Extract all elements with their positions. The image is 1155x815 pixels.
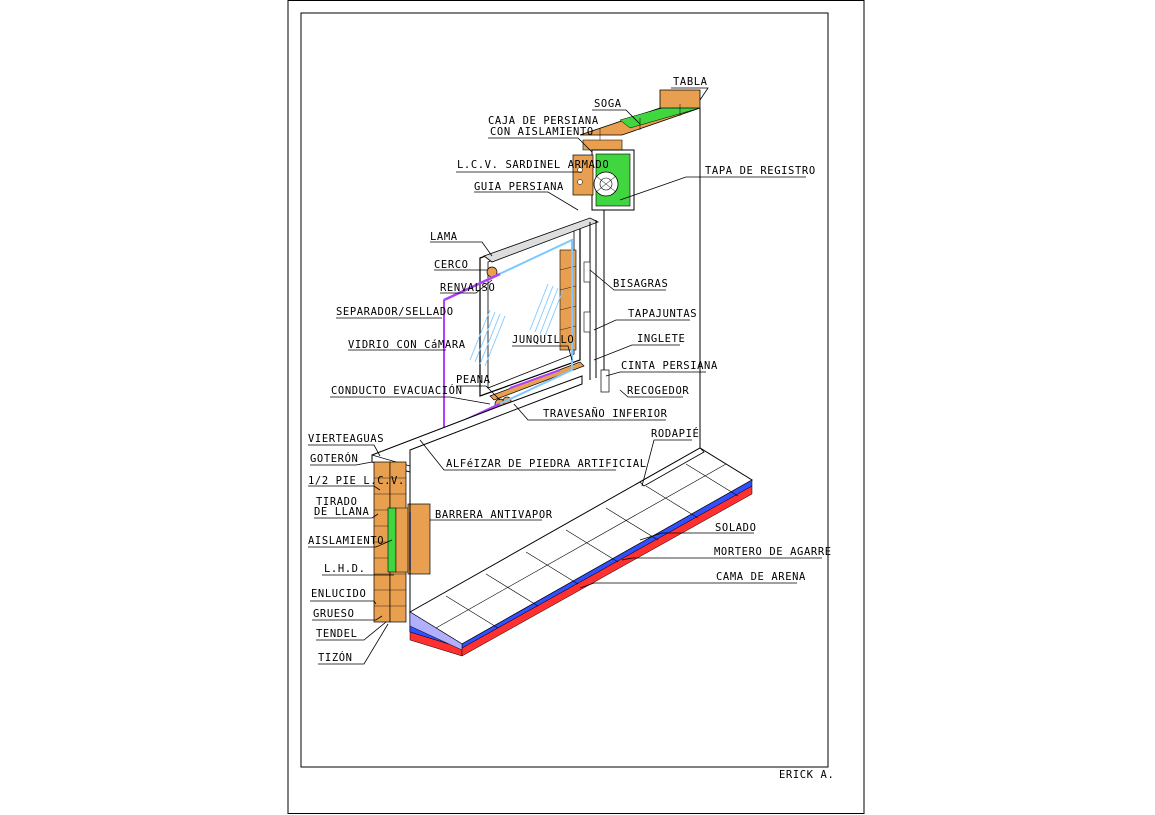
- label-tizon: TIZÓN: [318, 651, 353, 664]
- label-alfeizar: ALFéIZAR DE PIEDRA ARTIFICIAL: [446, 458, 647, 470]
- inner-frame: [300, 12, 829, 768]
- label-rodapie: RODAPIÉ: [651, 427, 699, 440]
- label-bisagras: BISAGRAS: [613, 278, 668, 290]
- label-tabla: TABLA: [673, 76, 708, 88]
- label-enlucido: ENLUCIDO: [311, 588, 366, 600]
- floor-slab: [409, 447, 753, 657]
- label-separador-sellado: SEPARADOR/SELLADO: [336, 306, 454, 318]
- label-conducto-evacuacion: CONDUCTO EVACUACIÓN: [331, 384, 463, 397]
- label-lhd: L.H.D.: [324, 563, 366, 575]
- outer-frame: [287, 0, 865, 814]
- labels: TABLA SOGA CAJA DE PERSIANA CON AISLAMIE…: [308, 76, 832, 664]
- label-lama: LAMA: [430, 231, 458, 243]
- label-tapajuntas: TAPAJUNTAS: [628, 308, 697, 320]
- label-tapa-registro: TAPA DE REGISTRO: [705, 165, 816, 177]
- label-junquillo: JUNQUILLO: [512, 334, 574, 346]
- wall-section: [373, 461, 431, 632]
- label-goteron: GOTERÓN: [310, 452, 358, 465]
- label-vidrio-camara: VIDRIO CON CáMARA: [348, 339, 466, 351]
- label-tirado-2: DE LLANA: [314, 506, 369, 518]
- label-soga: SOGA: [594, 98, 622, 110]
- label-tendel: TENDEL: [316, 628, 358, 640]
- shutter-box: [572, 149, 635, 211]
- label-lcv-sardinel: L.C.V. SARDINEL ARMADO: [457, 159, 609, 171]
- label-caja-persiana-1: CAJA DE PERSIANA: [488, 115, 599, 127]
- label-grueso: GRUESO: [313, 608, 355, 620]
- label-tirado-1: TIRADO: [316, 496, 358, 508]
- label-barrera-antivapor: BARRERA ANTIVAPOR: [435, 509, 553, 521]
- label-vierteaguas: VIERTEAGUAS: [308, 433, 384, 445]
- leader-lines: [308, 87, 822, 665]
- author-signature: ERICK A.: [779, 769, 834, 781]
- label-solado: SOLADO: [715, 522, 757, 534]
- label-mortero-agarre: MORTERO DE AGARRE: [714, 546, 832, 558]
- label-caja-persiana-2: CON AISLAMIENTO: [490, 126, 594, 138]
- window-frame: [479, 210, 610, 410]
- label-cama-arena: CAMA DE ARENA: [716, 571, 806, 583]
- label-medio-pie: 1/2 PIE L.C.V.: [308, 475, 405, 487]
- label-peana: PEANA: [456, 374, 491, 386]
- label-renvalso: RENVALSO: [440, 282, 495, 294]
- label-recogedor: RECOGEDOR: [627, 385, 689, 397]
- top-brick-band: [579, 89, 701, 151]
- label-cinta-persiana: CINTA PERSIANA: [621, 360, 718, 372]
- label-cerco: CERCO: [434, 259, 469, 271]
- label-guia-persiana: GUIA PERSIANA: [474, 181, 564, 193]
- label-travesano-inferior: TRAVESAÑO INFERIOR: [543, 407, 668, 420]
- label-aislamiento: AISLAMIENTO: [308, 535, 384, 547]
- label-inglete: INGLETE: [637, 333, 685, 345]
